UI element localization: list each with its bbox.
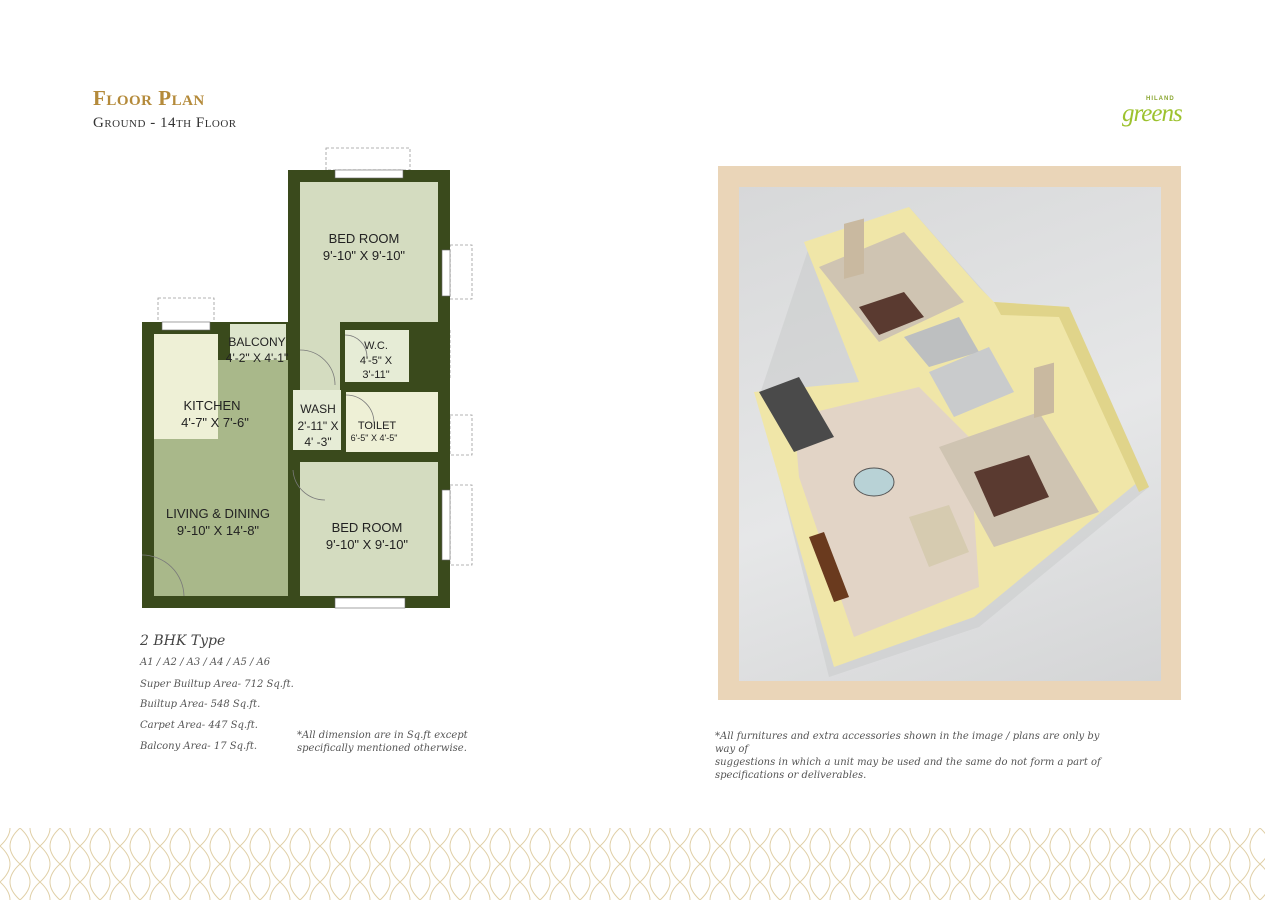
dimension-note-line1: *All dimension are in Sq.ft except: [297, 730, 468, 741]
living-size: 9'-10" X 14'-8": [177, 523, 260, 538]
toilet-size: 6'-5" X 4'-5": [351, 433, 398, 443]
dimension-note: *All dimension are in Sq.ft except speci…: [297, 729, 497, 755]
logo-top-text: HILAND: [1146, 96, 1175, 102]
bedroom-bottom-size: 9'-10" X 9'-10": [326, 537, 409, 552]
furniture-note: *All furnitures and extra accessories sh…: [715, 730, 1115, 782]
bedroom-bottom-name: BED ROOM: [332, 520, 403, 535]
wash-name: WASH: [300, 402, 336, 416]
wc-name: W.C.: [364, 340, 388, 352]
kitchen-size: 4'-7" X 7'-6": [181, 415, 249, 430]
decorative-footer-pattern: [0, 828, 1265, 900]
floor-plan-2d: BED ROOM 9'-10" X 9'-10" BALCONY 4'-2" X…: [120, 140, 500, 620]
wash-size-line1: 2'-11" X: [297, 419, 338, 433]
wc-size-line2: 3'-11": [362, 369, 389, 381]
logo-main-text: greens: [1122, 100, 1183, 127]
balcony-area: Balcony Area- 17 Sq.ft.: [140, 741, 258, 752]
wc-size-line1: 4'-5" X: [360, 355, 393, 367]
isometric-render-image: [739, 187, 1161, 681]
unit-type: 2 BHK Type: [140, 633, 226, 649]
balcony-size: 4'-2" X 4'-1": [226, 351, 288, 365]
furniture-note-line2: suggestions in which a unit may be used …: [715, 757, 1101, 768]
bedroom-top-size: 9'-10" X 9'-10": [323, 248, 406, 263]
brand-logo: HILAND greens: [1118, 96, 1190, 136]
bedroom-top-name: BED ROOM: [329, 231, 400, 246]
page-title: Floor Plan: [93, 86, 205, 110]
builtup-area: Builtup Area- 548 Sq.ft.: [140, 699, 261, 710]
wash-size-line2: 4' -3": [304, 435, 331, 449]
carpet-area: Carpet Area- 447 Sq.ft.: [140, 720, 258, 731]
kitchen-name: KITCHEN: [183, 398, 240, 413]
furniture-note-line1: *All furnitures and extra accessories sh…: [715, 731, 1100, 755]
furniture-note-line3: specifications or deliverables.: [715, 770, 867, 781]
living-name: LIVING & DINING: [166, 506, 270, 521]
balcony-name: BALCONY: [228, 335, 285, 349]
dimension-note-line2: specifically mentioned otherwise.: [297, 743, 467, 754]
floor-range-subtitle: Ground - 14th Floor: [93, 115, 237, 131]
super-builtup-area: Super Builtup Area- 712 Sq.ft.: [140, 679, 294, 690]
toilet-name: TOILET: [358, 420, 397, 432]
unit-list: A1 / A2 / A3 / A4 / A5 / A6: [140, 657, 271, 668]
